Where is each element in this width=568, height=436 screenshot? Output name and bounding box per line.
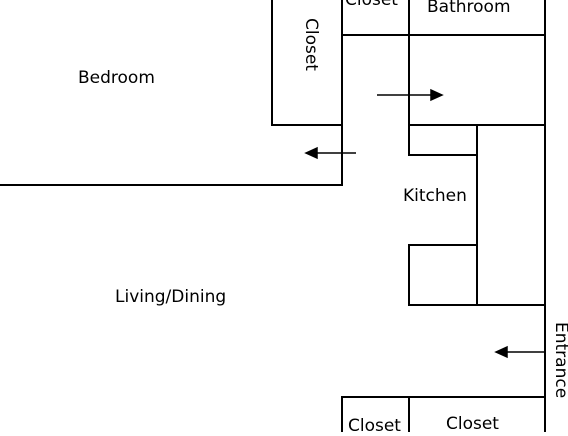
label-living-dining: Living/Dining xyxy=(115,287,227,307)
label-kitchen: Kitchen xyxy=(403,186,467,206)
label-closet-vertical: Closet xyxy=(301,18,321,71)
label-bedroom: Bedroom xyxy=(78,68,155,88)
arrow-right-head xyxy=(430,88,444,102)
label-entrance: Entrance xyxy=(551,322,568,399)
arrow-left-bedroom-head xyxy=(304,146,318,160)
label-closet-bottom-right: Closet xyxy=(446,414,499,434)
label-closet-bottom-left: Closet xyxy=(348,416,401,436)
label-bathroom: Bathroom xyxy=(427,0,511,17)
label-closet-top: Closet xyxy=(345,0,398,10)
arrow-left-entrance-head xyxy=(494,345,508,359)
